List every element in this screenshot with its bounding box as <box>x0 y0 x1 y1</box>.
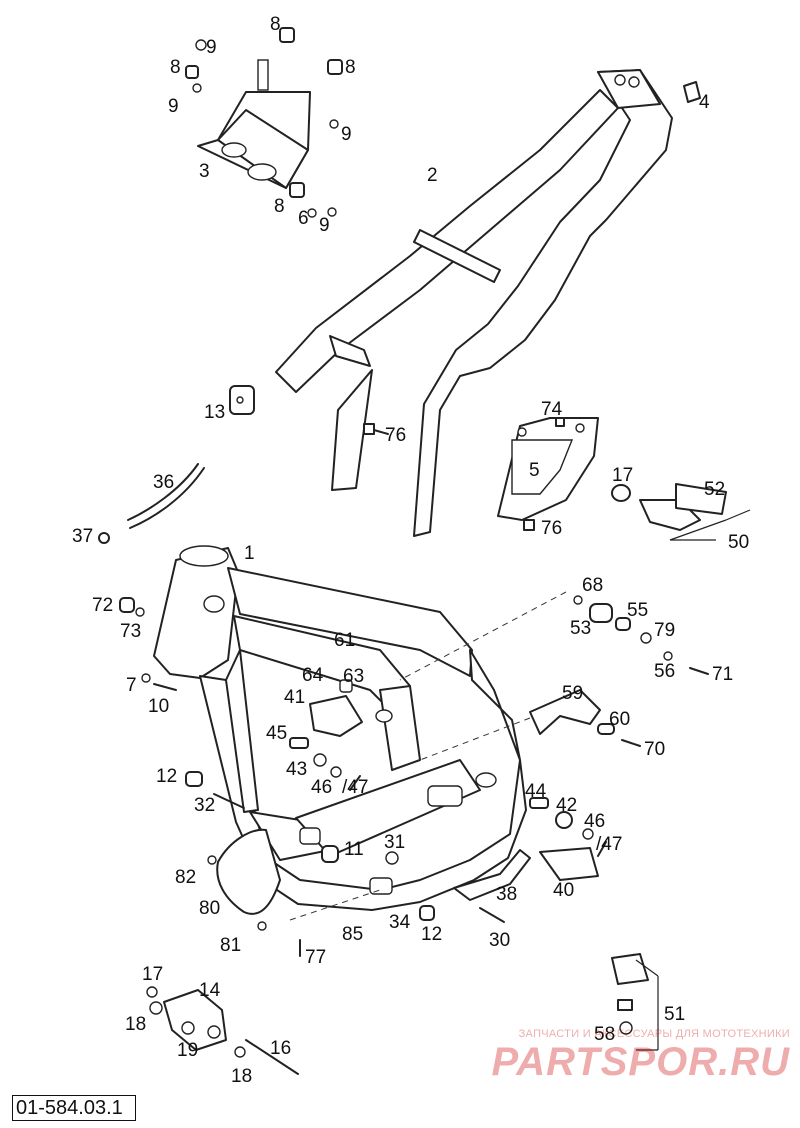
callout-5: 5 <box>529 460 540 481</box>
part-5-footrest-bracket <box>497 417 599 531</box>
callout-38: 38 <box>496 884 517 905</box>
callout-71: 71 <box>712 664 733 685</box>
part-13-clamp <box>229 385 255 415</box>
callout-12: 12 <box>156 766 177 787</box>
callout-42: 42 <box>556 795 577 816</box>
right-side-parts <box>399 591 709 761</box>
callout-50: 50 <box>728 532 749 553</box>
callout-6: 6 <box>298 208 309 229</box>
watermark-logo: PARTSPOR.RU <box>491 1040 790 1084</box>
callout-76: 76 <box>541 518 562 539</box>
bolt-76-upper <box>363 423 389 435</box>
callout-53: 53 <box>570 618 591 639</box>
callout-58: 58 <box>594 1024 615 1045</box>
part-50-passenger-footrest <box>611 483 751 541</box>
callout-82: 82 <box>175 867 196 888</box>
part-1-main-frame <box>153 545 527 911</box>
callout-30: 30 <box>489 930 510 951</box>
callout-18: 18 <box>125 1014 146 1035</box>
callout-9: 9 <box>341 124 352 145</box>
callout-8: 8 <box>270 14 281 35</box>
callout-85: 85 <box>342 924 363 945</box>
callout-7: 7 <box>126 675 137 696</box>
callout-16: 16 <box>270 1038 291 1059</box>
callout-40: 40 <box>553 880 574 901</box>
callout-8: 8 <box>274 196 285 217</box>
part-51-chain-guide <box>611 953 659 1051</box>
watermark: ЗАПЧАСТИ И АКСЕССУАРЫ ДЛЯ МОТОТЕХНИКИ PA… <box>472 1028 790 1088</box>
callout-2: 2 <box>427 165 438 186</box>
callout-4: 4 <box>699 92 710 113</box>
callout-64: 64 <box>302 665 324 686</box>
diagram-code: 01-584.03.1 <box>12 1095 136 1121</box>
hardware-left <box>119 597 301 957</box>
callout-34: 34 <box>389 912 411 933</box>
callout-43: 43 <box>286 759 307 780</box>
callout-12: 12 <box>421 924 442 945</box>
callout-9: 9 <box>206 37 217 58</box>
watermark-caption: ЗАПЧАСТИ И АКСЕССУАРЫ ДЛЯ МОТОТЕХНИКИ <box>518 1028 790 1040</box>
callout-56: 56 <box>654 661 675 682</box>
callout-70: 70 <box>644 739 665 760</box>
linkage-bracket-14 <box>146 986 299 1075</box>
callout-68: 68 <box>582 575 603 596</box>
callout-73: 73 <box>120 621 141 642</box>
lower-middle-parts <box>289 845 435 921</box>
callout-19: 19 <box>177 1040 198 1061</box>
fasteners-8-9 <box>185 27 343 218</box>
part-37-clip <box>98 532 110 544</box>
callout-59: 59 <box>562 683 583 704</box>
callout-31: 31 <box>384 832 405 853</box>
part-41-footpeg <box>289 679 363 791</box>
part-36-hose <box>127 463 205 529</box>
callout-44: 44 <box>525 781 547 802</box>
part-3-bracket <box>197 59 311 189</box>
callout-52: 52 <box>704 479 725 500</box>
callout-79: 79 <box>654 620 675 641</box>
callout-labels: 8 9 8 8 9 9 3 2 4 8 6 9 13 76 74 5 36 17… <box>72 14 749 1087</box>
callout-17: 17 <box>612 465 633 486</box>
part-2-subframe <box>275 69 673 537</box>
callout-46: 46 <box>311 777 332 798</box>
callout-9: 9 <box>168 96 179 117</box>
callout-3: 3 <box>199 161 210 182</box>
callout-81: 81 <box>220 935 241 956</box>
part-80-skid-plate <box>216 828 281 915</box>
callout-77: 77 <box>305 947 326 968</box>
callout-47: /47 <box>342 777 368 798</box>
part-4-buffer <box>683 81 701 103</box>
callout-13: 13 <box>204 402 225 423</box>
callout-46: 46 <box>584 811 605 832</box>
callout-72: 72 <box>92 595 113 616</box>
callout-47: /47 <box>596 834 622 855</box>
callout-8: 8 <box>170 57 181 78</box>
callout-61: 61 <box>334 630 355 651</box>
callout-8: 8 <box>345 57 356 78</box>
callout-55: 55 <box>627 600 648 621</box>
callout-32: 32 <box>194 795 215 816</box>
callout-1: 1 <box>244 543 255 564</box>
callout-17: 17 <box>142 964 163 985</box>
callout-10: 10 <box>148 696 169 717</box>
callout-14: 14 <box>199 980 221 1001</box>
callout-18: 18 <box>231 1066 252 1087</box>
callout-51: 51 <box>664 1004 685 1025</box>
callout-36: 36 <box>153 472 174 493</box>
callout-80: 80 <box>199 898 220 919</box>
callout-63: 63 <box>343 666 364 687</box>
callout-60: 60 <box>609 709 630 730</box>
lower-right-parts <box>453 797 607 923</box>
callout-74: 74 <box>541 399 563 420</box>
callout-11: 11 <box>344 839 364 860</box>
callout-37: 37 <box>72 526 93 547</box>
callout-45: 45 <box>266 723 287 744</box>
callout-9: 9 <box>319 215 330 236</box>
callout-76: 76 <box>385 425 406 446</box>
callout-41: 41 <box>284 687 305 708</box>
